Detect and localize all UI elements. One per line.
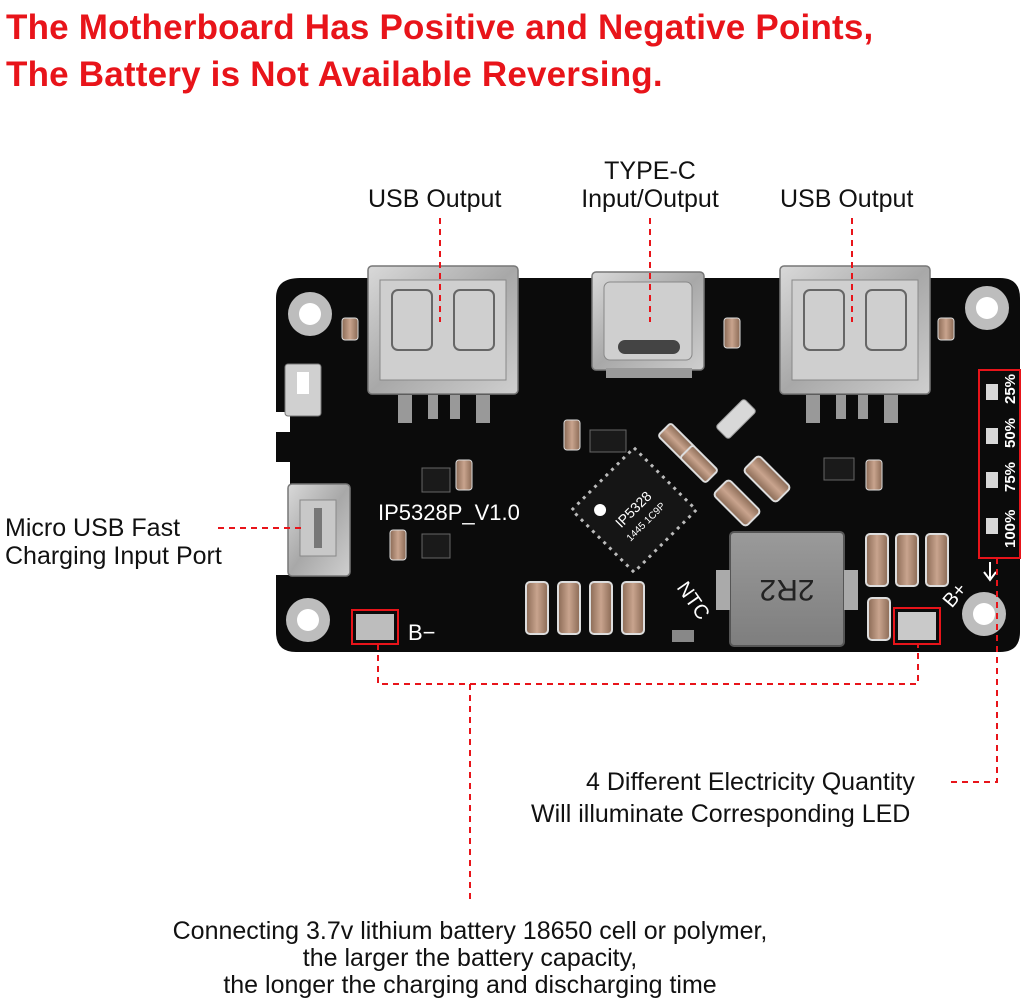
battery-positive-pad [893,607,941,645]
ip5328-chip: IP5328 1445 1C9P [569,445,699,575]
led-level-100: 100% [1002,510,1019,548]
type-c-label-line-2: Input/Output [581,185,719,213]
battery-negative-pad [351,609,399,645]
inductor-marking: 2R2 [759,573,814,606]
board-model-text: IP5328P_V1.0 [378,500,520,525]
type-c-label: TYPE-C Input/Output [560,157,740,213]
capacitors-bottom [525,581,645,635]
mounting-holes [286,286,1009,642]
small-components [341,317,955,642]
led-level-25: 25% [1002,374,1019,404]
leader-lines [218,218,998,904]
capacitors-right [865,533,949,641]
type-c-label-line-1: TYPE-C [604,157,696,185]
side-button [284,363,322,417]
warning-headline-line-2: The Battery is Not Available Reversing. [6,55,663,94]
micro-usb-port [287,483,351,577]
battery-note-line-1: Connecting 3.7v lithium battery 18650 ce… [172,917,768,945]
led-indicator-group: 25% 50% 75% 100% [978,369,1021,582]
usb-port-left [367,265,519,423]
micro-usb-label-line-2: Charging Input Port [5,542,222,570]
inductor: 2R2 [716,531,858,647]
leader-battery-pads [377,644,919,685]
type-c-port [591,271,705,378]
battery-note-line-2: the larger the battery capacity, [302,944,638,972]
leader-led [950,558,998,783]
micro-usb-label-line-1: Micro USB Fast [5,514,181,542]
usb-output-right-label: USB Output [780,185,914,213]
led-label-line-2: Will illuminate Corresponding LED [531,800,911,828]
led-label-line-1: 4 Different Electricity Quantity [586,768,915,796]
warning-headline-line-1: The Motherboard Has Positive and Negativ… [6,8,874,47]
led-level-50: 50% [1002,418,1019,448]
battery-note: Connecting 3.7v lithium battery 18650 ce… [80,918,860,999]
usb-output-left-label: USB Output [368,185,502,213]
capacitors-diagonal [658,399,791,527]
b-minus-label: B− [408,620,436,645]
led-level-75: 75% [1002,462,1019,492]
usb-port-right [779,265,931,423]
battery-note-line-3: the longer the charging and discharging … [223,971,717,999]
